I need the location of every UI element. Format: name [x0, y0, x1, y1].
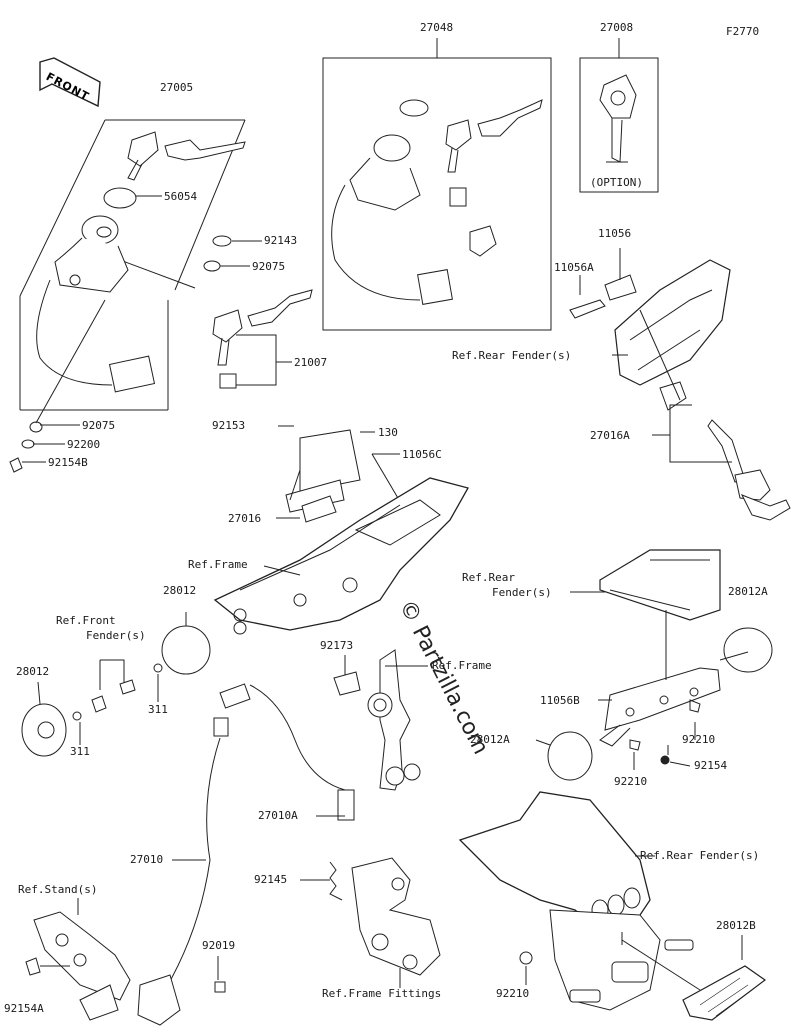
ignition-switch-27048 [331, 99, 543, 305]
label-ref-frame-fittings: Ref.Frame Fittings [322, 987, 442, 1000]
label-ref-stand: Ref.Stand(s) [18, 883, 98, 896]
label-28012-top: 28012 [163, 584, 197, 597]
figure-code: F2770 [726, 25, 760, 38]
rear-fender-bottom [458, 791, 694, 1011]
label-ref-rear-fender-bottom: Ref.Rear Fender(s) [640, 849, 760, 862]
label-28012-left: 28012 [16, 665, 50, 678]
label-311-left: 311 [70, 745, 90, 758]
reflector-28012a-right [723, 627, 773, 673]
label-92154: 92154 [694, 759, 728, 772]
label-option: (OPTION) [590, 176, 643, 189]
label-92143: 92143 [264, 234, 298, 247]
label-92173: 92173 [320, 639, 354, 652]
keys-21007 [212, 289, 313, 389]
label-ref-rear-mid-1: Ref.Rear [462, 571, 515, 584]
side-stand [25, 898, 226, 1026]
label-28012a-left: 28012A [470, 733, 510, 746]
label-27008: 27008 [600, 21, 634, 34]
label-ref-rear-mid-2: Fender(s) [492, 586, 552, 599]
label-92075-bottom: 92075 [82, 419, 116, 432]
label-27048: 27048 [420, 21, 454, 34]
rear-fender-mid [599, 549, 721, 621]
label-27016: 27016 [228, 512, 262, 525]
reflector-28012-left [21, 703, 67, 757]
label-27010: 27010 [130, 853, 164, 866]
label-92154b: 92154B [48, 456, 88, 469]
label-11056b: 11056B [540, 694, 580, 707]
label-92210-bottom: 92210 [496, 987, 530, 1000]
label-28012a-right: 28012A [728, 585, 768, 598]
frame-bracket-right [367, 649, 428, 791]
ignition-27016a [659, 381, 791, 521]
label-92153: 92153 [212, 419, 246, 432]
reflector-28012-right [161, 625, 211, 675]
label-92210-mid: 92210 [614, 775, 648, 788]
label-92145: 92145 [254, 873, 288, 886]
spring-92145 [329, 861, 343, 901]
sidestand-switch-cable [164, 683, 355, 991]
label-ref-frame-mid: Ref.Frame [432, 659, 492, 672]
key-27008 [599, 74, 637, 163]
label-27010a: 27010A [258, 809, 298, 822]
label-28012b: 28012B [716, 919, 756, 932]
label-ref-front-2: Fender(s) [86, 629, 146, 642]
label-ref-front-1: Ref.Front [56, 614, 116, 627]
washer-56054 [103, 187, 137, 209]
label-11056: 11056 [598, 227, 632, 240]
label-92200: 92200 [67, 438, 101, 451]
label-11056a: 11056A [554, 261, 594, 274]
reflector-28012b [682, 965, 767, 1021]
label-11056c: 11056C [402, 448, 442, 461]
label-130: 130 [378, 426, 398, 439]
label-92210-right: 92210 [682, 733, 716, 746]
frame-center [213, 477, 469, 635]
label-27016a: 27016A [590, 429, 630, 442]
reflector-28012a-left [547, 731, 593, 781]
clip-92173 [333, 671, 361, 696]
label-311-right: 311 [148, 703, 168, 716]
plate-11056b [599, 667, 721, 747]
label-ref-frame-top: Ref.Frame [188, 558, 248, 571]
frame-fittings [351, 857, 441, 988]
ignition-switch-left [36, 215, 156, 393]
label-56054: 56054 [164, 190, 198, 203]
label-92075-top: 92075 [252, 260, 286, 273]
keys-left [127, 131, 246, 181]
label-92154a: 92154A [4, 1002, 44, 1015]
front-arrow-icon [39, 57, 101, 108]
label-27005: 27005 [160, 81, 194, 94]
label-92019: 92019 [202, 939, 236, 952]
label-21007: 21007 [294, 356, 328, 369]
label-ref-rear-fender-top: Ref.Rear Fender(s) [452, 349, 572, 362]
rear-fender-top [569, 248, 731, 386]
bracket-11056c [276, 425, 406, 523]
